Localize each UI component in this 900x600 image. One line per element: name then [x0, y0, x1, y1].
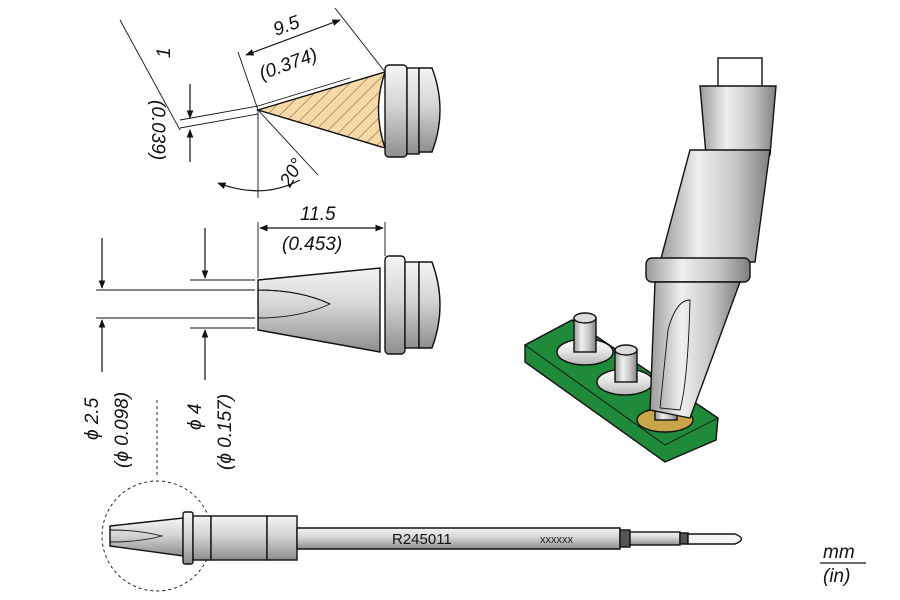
iron-tip-cone [649, 281, 742, 419]
part-number: R245011 [392, 531, 452, 548]
body-diameter-in: (ϕ 0.157) [215, 394, 236, 470]
tip-collar [384, 255, 406, 355]
unit-secondary: (in) [823, 566, 850, 587]
body-diameter-mm: ϕ 4 [185, 404, 206, 430]
tip-thickness-in: (0.039) [147, 100, 168, 160]
tip-3d-illustration [524, 57, 777, 463]
tip-length-in: (0.453) [282, 234, 342, 255]
bevel-length-in: (0.374) [257, 44, 321, 84]
tip-cone [257, 267, 381, 353]
bevel-length-mm: 9.5 [271, 12, 303, 41]
bevel-section-view: 1 (0.039) 9.5 (0.374) 20° [119, 7, 441, 198]
tip-width-in: (ϕ 0.098) [112, 392, 133, 468]
units-legend: mm (in) [820, 542, 866, 587]
tip-width-mm: ϕ 2.5 [82, 397, 103, 440]
tip-length-mm: 11.5 [300, 204, 336, 225]
cartridge-view: R245011 xxxxxx [101, 400, 743, 592]
bevel-section-hatch [255, 70, 387, 150]
serial-placeholder: xxxxxx [540, 534, 574, 546]
bevel-body-end [418, 67, 441, 153]
bevel-collar [384, 64, 408, 158]
unit-primary: mm [823, 542, 855, 563]
tip-thickness-mm: 1 [154, 47, 175, 58]
tip-side-view: 11.5 (0.453) ϕ 2.5 (ϕ 0.098) ϕ 4 (ϕ 0.15… [82, 204, 441, 470]
